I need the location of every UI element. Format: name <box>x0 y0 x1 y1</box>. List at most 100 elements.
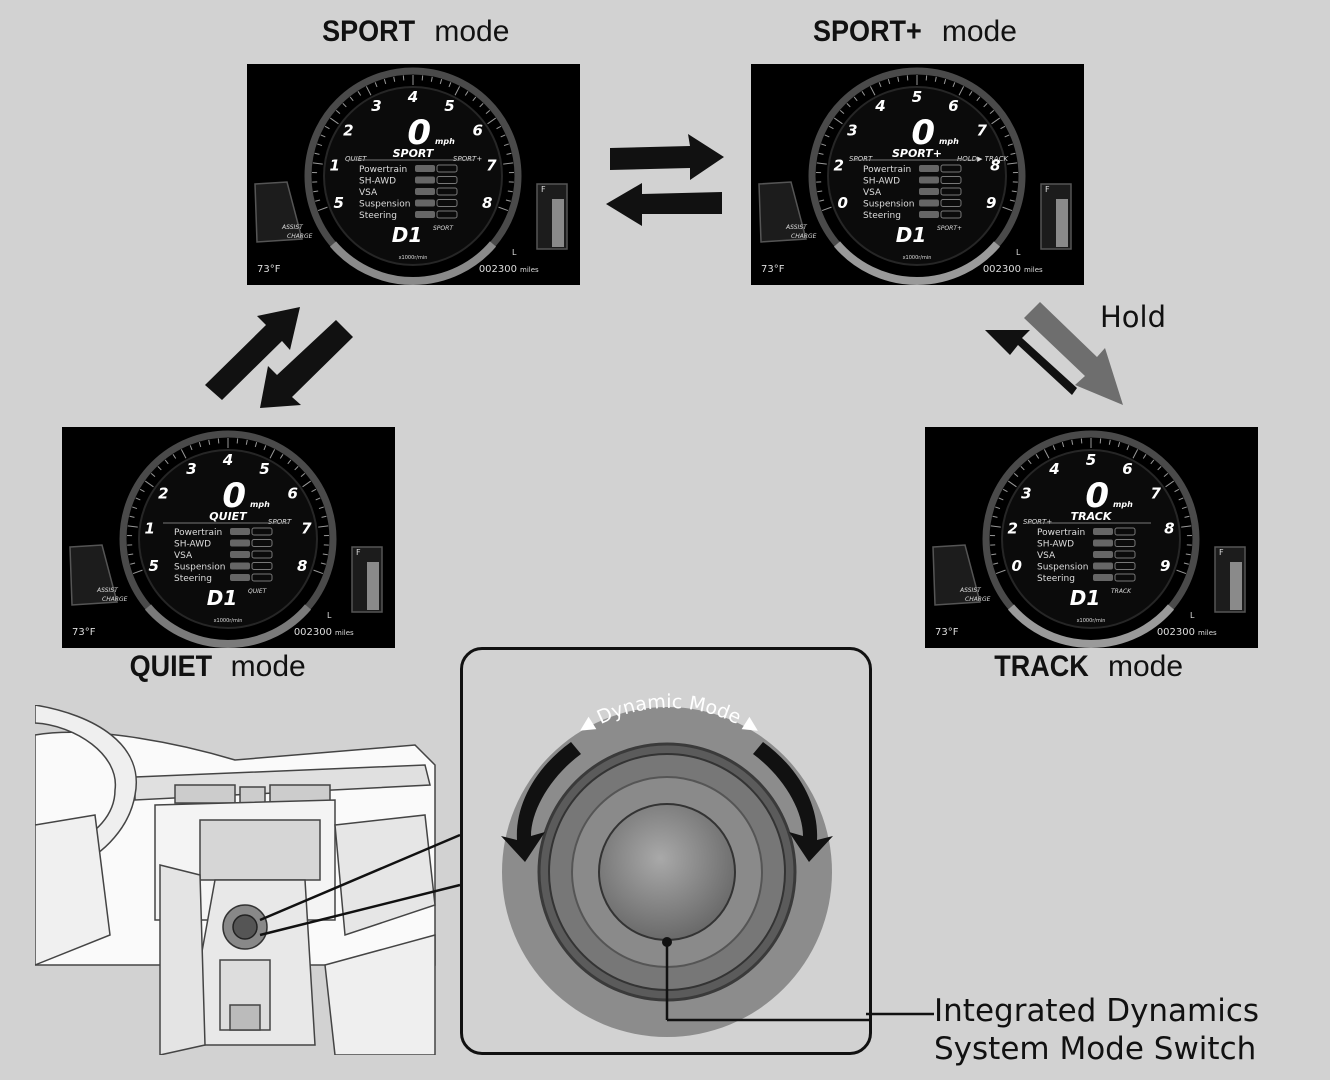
tach-tick <box>128 553 134 556</box>
assist-label: ASSIST <box>785 224 808 231</box>
arrow-sportplus-to-track-hold <box>1024 302 1123 405</box>
speed-value: 0 <box>911 113 935 153</box>
tach-label: 5 <box>912 88 922 106</box>
setting-row-bar <box>415 199 435 207</box>
tach-label: 3 <box>1021 485 1031 503</box>
callout-line-1: Integrated Dynamics <box>934 993 1260 1029</box>
tach-tick <box>317 143 323 147</box>
outside-temp: 73°F <box>761 264 785 275</box>
quiet-mode-suffix: mode <box>230 650 306 683</box>
fuel-full-label: F <box>356 548 361 557</box>
tach-tick <box>1163 473 1169 478</box>
setting-row-label: Steering <box>174 574 212 584</box>
tach-label: 3 <box>186 460 196 478</box>
setting-row-label: Suspension <box>359 200 410 210</box>
tach-label: 3 <box>371 97 381 115</box>
charge-label: CHARGE <box>102 596 128 603</box>
tach-tick <box>317 206 328 212</box>
tach-tick <box>824 134 830 138</box>
setting-row-label: Powertrain <box>863 165 911 175</box>
track-mode-suffix: mode <box>1108 650 1184 683</box>
setting-row-label: VSA <box>863 188 882 198</box>
tach-tick <box>989 110 995 115</box>
odometer-unit: miles <box>335 629 354 637</box>
tach-tick <box>1185 553 1191 556</box>
tach-label: 5 <box>259 460 269 478</box>
tach-tick <box>300 473 306 478</box>
tach-tick <box>1002 206 1013 212</box>
setting-row-label: VSA <box>174 551 193 561</box>
cluster-mode-left: QUIET <box>345 155 367 163</box>
tach-tick <box>454 86 461 96</box>
tach-tick <box>818 152 824 155</box>
tach-tick <box>464 91 469 96</box>
tach-face <box>323 86 503 266</box>
tach-tick <box>132 506 138 510</box>
setting-row-box <box>436 164 458 173</box>
speed-unit: mph <box>250 500 270 509</box>
tach-tick <box>998 497 1004 501</box>
setting-row-bar <box>919 211 939 218</box>
arrow-sport-to-sportplus <box>610 134 724 180</box>
tach-tick <box>1157 465 1162 471</box>
rpm-unit: x1000r/min <box>1077 618 1106 624</box>
tach-tick <box>887 79 891 85</box>
assist-gauge <box>69 544 118 606</box>
tach-tick <box>1165 480 1175 488</box>
tach-tick <box>1142 454 1147 459</box>
charge-label: CHARGE <box>965 596 991 603</box>
tach-tick <box>816 162 827 165</box>
tach-tick <box>130 562 136 565</box>
setting-row-bar <box>415 165 435 172</box>
fuel-full-label: F <box>1045 185 1050 194</box>
zoom-line-top <box>259 833 461 922</box>
tach-label: 9 <box>1160 557 1170 575</box>
fuel-low-label: L <box>1190 611 1195 620</box>
tach-label: 5 <box>149 557 159 575</box>
tach-tick <box>315 497 321 501</box>
odometer-value: 002300 <box>1157 627 1195 638</box>
tach-tick <box>1000 125 1006 130</box>
tach-tick <box>943 79 947 85</box>
tach-tick <box>1002 488 1008 493</box>
dial-center-button[interactable] <box>598 803 736 941</box>
tach-tick <box>1184 515 1190 518</box>
tach-label: 0 <box>1012 557 1022 575</box>
tach-accent-arc <box>144 604 312 648</box>
tach-label: 8 <box>482 194 492 212</box>
tach-tick <box>335 110 341 115</box>
tach-tick <box>952 82 956 88</box>
assist-gauge <box>758 181 807 243</box>
tach-tick <box>505 199 511 202</box>
setting-row-box <box>940 210 962 219</box>
tach-label: 7 <box>486 157 497 175</box>
tach-tick <box>869 86 876 96</box>
tach-tick <box>314 152 320 155</box>
setting-row-box <box>940 164 962 173</box>
tach-label: 4 <box>407 88 418 106</box>
speed-unit: mph <box>435 137 455 146</box>
setting-row-label: SH-AWD <box>174 540 211 550</box>
tach-label: 2 <box>158 485 168 503</box>
tach-tick <box>294 465 299 471</box>
setting-row-label: SH-AWD <box>359 177 396 187</box>
tach-tick <box>995 506 1001 510</box>
mode-switch-dial: ◀ Dynamic Mode ▶ <box>501 691 869 1037</box>
gear-indicator: D1 <box>392 223 423 247</box>
tach-tick <box>1007 143 1013 147</box>
tach-tick <box>430 76 433 82</box>
tach-tick <box>365 86 372 96</box>
tach-tick <box>995 569 1006 575</box>
tach-label: 4 <box>874 97 885 115</box>
tach-label: 1 <box>329 157 339 175</box>
tach-tick <box>1181 525 1192 528</box>
tach-tick <box>991 117 1001 125</box>
odometer-unit: miles <box>520 266 539 274</box>
setting-row-box <box>436 199 458 207</box>
odometer-unit: miles <box>1024 266 1043 274</box>
sportplus-mode-title: SPORT+mode <box>807 15 1017 49</box>
tach-tick <box>254 442 258 448</box>
tach-label: 8 <box>1164 520 1174 538</box>
setting-row-label: SH-AWD <box>1037 540 1074 550</box>
